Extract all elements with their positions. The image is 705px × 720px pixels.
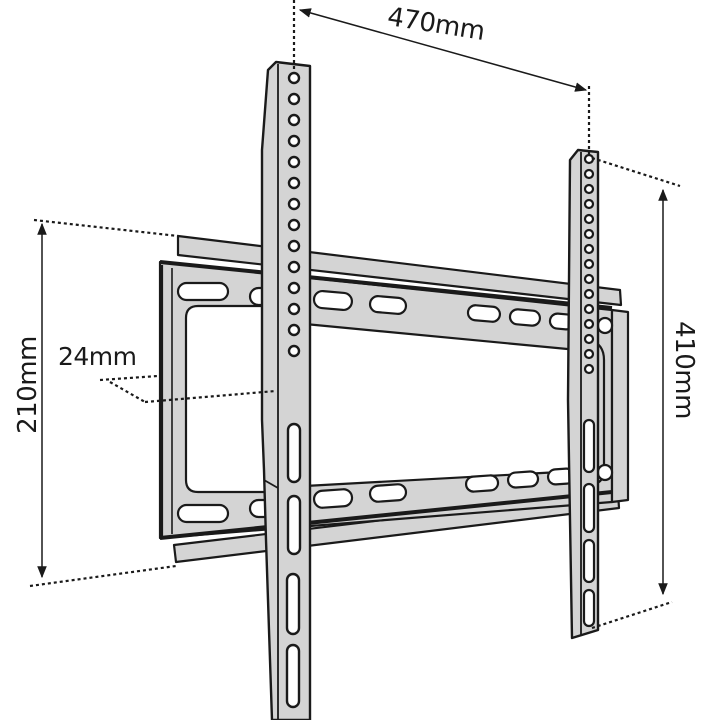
- dimension-lines: [29, 0, 681, 630]
- wall-plate-height-label: 210mm: [13, 336, 43, 434]
- left-arm-holes: [285, 71, 302, 709]
- height-dimension-label: 410mm: [669, 321, 699, 419]
- wall-plate: [158, 234, 630, 564]
- depth-dimension-label: 24mm: [58, 342, 137, 371]
- right-arm-holes: [582, 153, 596, 628]
